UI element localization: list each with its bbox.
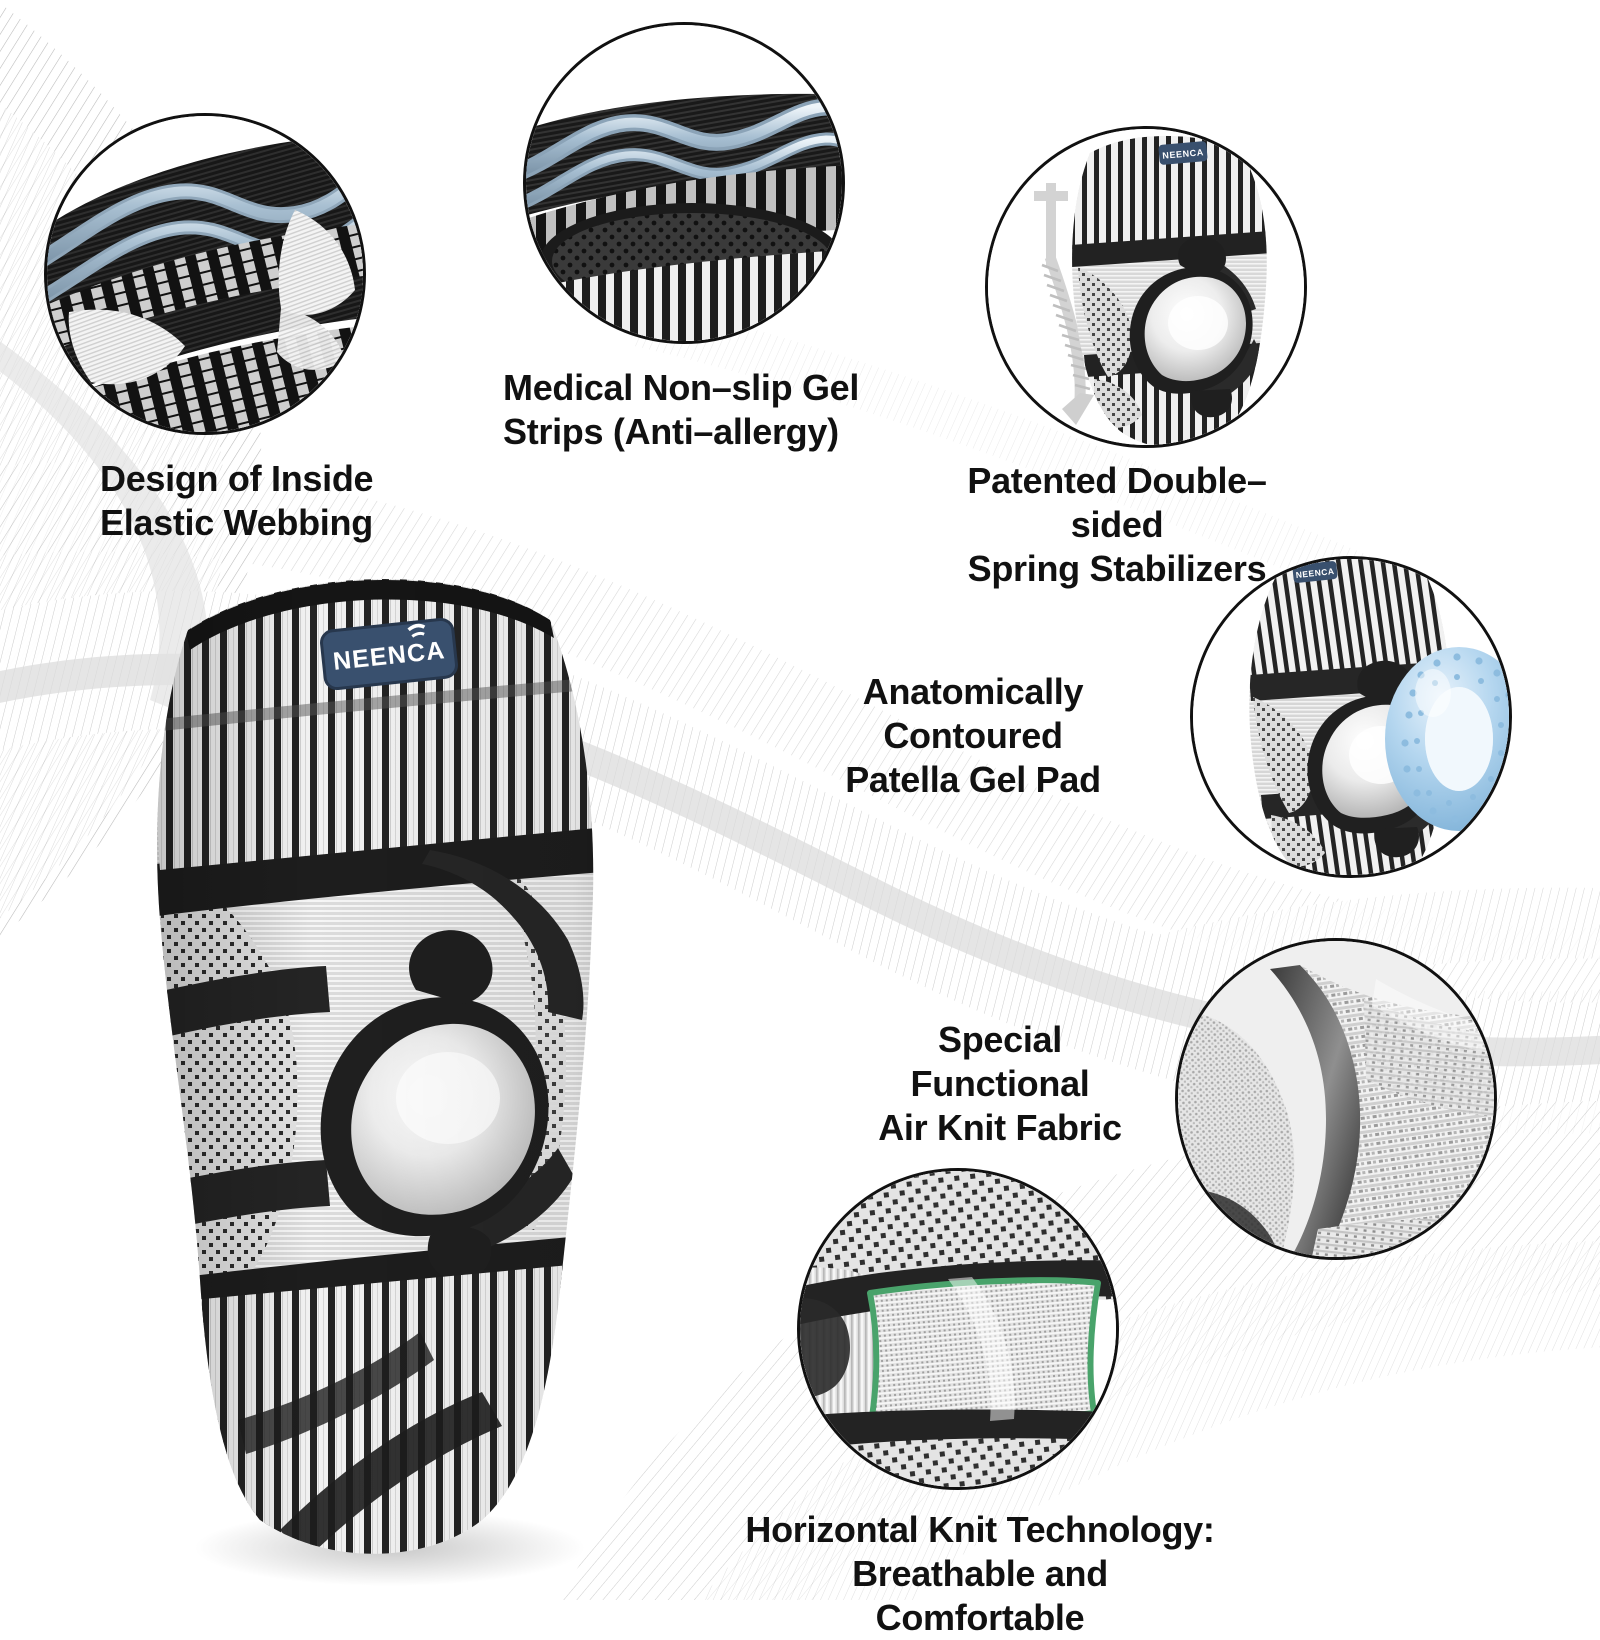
detail-circle-non-slip-gel-strips: [523, 22, 845, 344]
spring-stabilizer-icon: [1034, 183, 1094, 425]
svg-text:NEENCA: NEENCA: [1162, 147, 1204, 161]
detail-circle-inside-elastic-webbing: [44, 113, 366, 435]
feature-label-air-knit-fabric: Special Functional Air Knit Fabric: [878, 1019, 1122, 1148]
detail-circle-air-knit-fabric: [1175, 938, 1497, 1260]
hero-brand-name: NEENCA: [0, 0, 1, 1]
svg-text:NEENCA: NEENCA: [1295, 566, 1335, 580]
patella-gel-ring-icon: [1385, 647, 1509, 831]
feature-label-spring-stabilizers: Patented Double–sided Spring Stabilizers: [967, 460, 1267, 589]
main-knee-brace: NEENCA: [130, 520, 650, 1590]
detail-circle-horizontal-knit-technology: [797, 1168, 1119, 1490]
detail-circle-patella-gel-pad: NEENCA: [1190, 556, 1512, 878]
feature-label-horizontal-knit-technology: Horizontal Knit Technology: Breathable a…: [745, 1509, 1215, 1638]
feature-label-patella-gel-pad: Anatomically Contoured Patella Gel Pad: [845, 671, 1101, 800]
feature-label-non-slip-gel-strips: Medical Non–slip Gel Strips (Anti–allerg…: [503, 367, 860, 452]
feature-label-inside-elastic-webbing: Design of Inside Elastic Webbing: [100, 458, 374, 543]
hero-brand-label: NEENCA: [320, 617, 458, 691]
detail-brand-label: NEENCA: [1292, 561, 1338, 583]
detail-brand-label: NEENCA: [1158, 141, 1208, 165]
detail-circle-spring-stabilizers: NEENCA: [985, 126, 1307, 448]
